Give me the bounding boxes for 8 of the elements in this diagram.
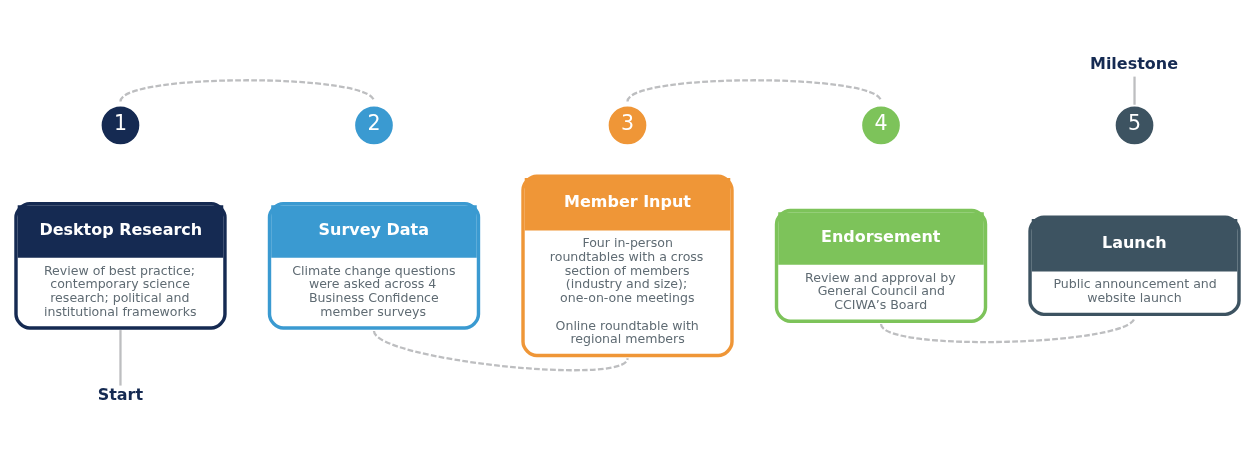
node-text: Milestone — [1089, 53, 1178, 73]
connector — [373, 329, 629, 371]
connector — [880, 316, 1136, 343]
connector — [119, 329, 122, 386]
connector — [1133, 76, 1136, 105]
connector — [119, 78, 375, 102]
node-text: Start — [97, 384, 144, 404]
connector — [626, 78, 882, 102]
